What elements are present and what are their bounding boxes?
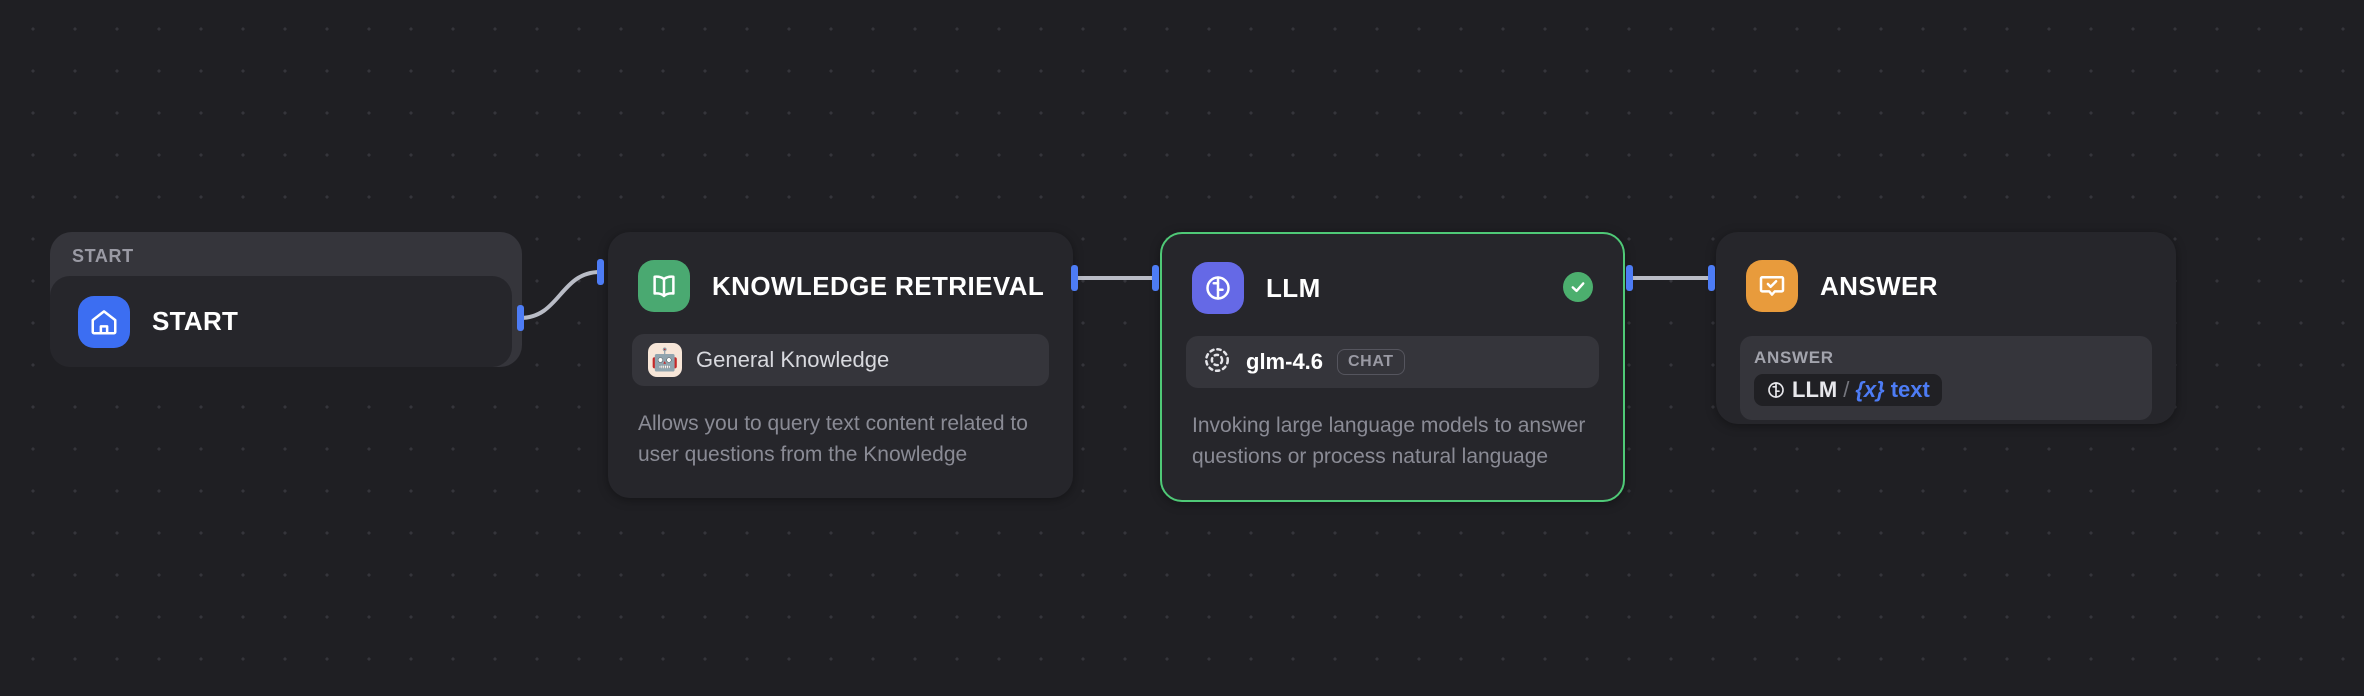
start-group-label: START bbox=[72, 246, 134, 266]
node-llm[interactable]: LLM glm-4.6 CHAT Invoking large language… bbox=[1160, 232, 1625, 503]
model-type-tag: CHAT bbox=[1337, 349, 1405, 375]
port-start-output[interactable] bbox=[517, 305, 524, 331]
book-icon bbox=[638, 260, 690, 312]
node-knowledge-retrieval-description: Allows you to query text content related… bbox=[638, 412, 1028, 467]
node-knowledge-retrieval[interactable]: KNOWLEDGE RETRIEVAL 🤖 General Knowledge … bbox=[608, 232, 1073, 499]
variable-brace: {x} bbox=[1855, 377, 1885, 402]
answer-variable-pill[interactable]: LLM / {x} text bbox=[1754, 374, 1942, 406]
model-chip[interactable]: glm-4.6 CHAT bbox=[1186, 336, 1599, 388]
port-kr-input[interactable] bbox=[597, 259, 604, 285]
home-icon bbox=[78, 295, 130, 348]
node-llm-description: Invoking large language models to answer… bbox=[1192, 414, 1586, 469]
brain-icon bbox=[1192, 262, 1244, 314]
port-answer-input[interactable] bbox=[1708, 265, 1715, 291]
check-circle-icon bbox=[1563, 272, 1593, 302]
robot-icon: 🤖 bbox=[648, 343, 682, 377]
variable-separator: / bbox=[1843, 377, 1850, 402]
node-llm-title: LLM bbox=[1266, 272, 1321, 303]
node-start[interactable]: START bbox=[50, 276, 512, 367]
port-llm-output[interactable] bbox=[1626, 265, 1633, 291]
variable-name: text bbox=[1890, 377, 1930, 402]
answer-bubble-check-icon bbox=[1746, 260, 1798, 312]
variable-source-node: LLM bbox=[1792, 377, 1838, 402]
node-answer-header: ANSWER bbox=[1716, 232, 2176, 312]
glm-model-icon bbox=[1202, 345, 1232, 380]
node-knowledge-retrieval-title: KNOWLEDGE RETRIEVAL bbox=[712, 270, 1045, 301]
node-start-title: START bbox=[152, 306, 239, 336]
dataset-chip[interactable]: 🤖 General Knowledge bbox=[632, 334, 1049, 386]
dataset-label: General Knowledge bbox=[696, 347, 890, 372]
node-knowledge-retrieval-header: KNOWLEDGE RETRIEVAL bbox=[608, 232, 1073, 312]
node-answer[interactable]: ANSWER ANSWER LLM / {x} text bbox=[1716, 232, 2176, 424]
start-group-container[interactable]: START START bbox=[50, 232, 522, 367]
answer-field-label: ANSWER bbox=[1754, 348, 1834, 367]
model-name: glm-4.6 bbox=[1246, 349, 1324, 374]
brain-icon bbox=[1766, 380, 1786, 400]
port-llm-input[interactable] bbox=[1152, 265, 1159, 291]
node-answer-title: ANSWER bbox=[1820, 270, 1938, 301]
port-kr-output[interactable] bbox=[1071, 265, 1078, 291]
answer-field[interactable]: ANSWER LLM / {x} text bbox=[1740, 336, 2152, 420]
node-llm-header: LLM bbox=[1162, 234, 1623, 314]
edge-start-to-knowledge-retrieval bbox=[519, 270, 601, 320]
